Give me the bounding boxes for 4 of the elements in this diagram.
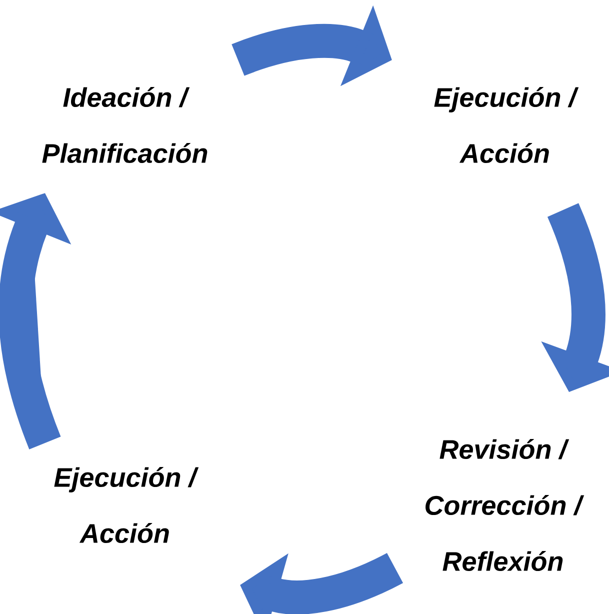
step-label: Ejecución / Acción (434, 86, 579, 164)
step-label: Revisión / Corrección / Reflexión (426, 438, 584, 572)
step-label: Ejecución / Acción (54, 466, 199, 544)
step-label: Ideación / Planificación (42, 86, 208, 164)
